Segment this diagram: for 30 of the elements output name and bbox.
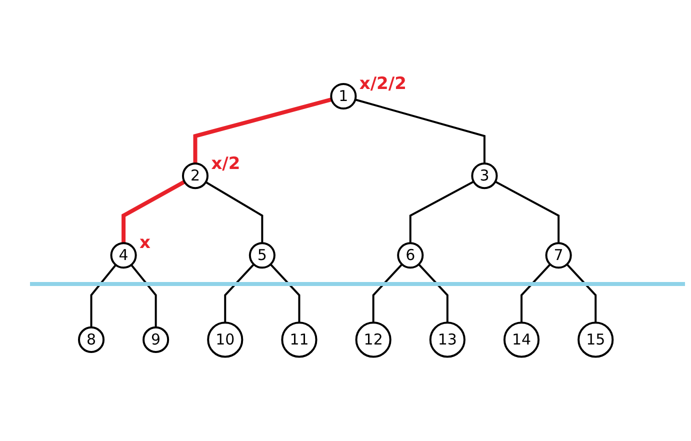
tree-node-circle: 1 — [330, 83, 356, 110]
tree-edge — [130, 264, 156, 328]
tree-edge — [566, 264, 596, 323]
tree-node-circle: 4 — [110, 242, 136, 269]
tree-node-circle: 10 — [206, 322, 243, 358]
tree-edge — [494, 180, 560, 244]
tree-edge — [121, 180, 186, 244]
tree-edge — [204, 181, 263, 244]
tree-node-circle: 11 — [280, 322, 317, 358]
tree-edge — [520, 264, 551, 323]
tree-node-circle: 9 — [142, 326, 169, 354]
tree-node-circle: 3 — [470, 162, 498, 190]
tree-edge — [270, 264, 300, 323]
tree-node-circle: 15 — [577, 322, 614, 358]
tree-edge — [354, 98, 486, 164]
tree-node-circle: 5 — [248, 242, 276, 269]
tree-node-circle: 13 — [429, 322, 466, 358]
tree-edge — [418, 264, 448, 323]
tree-node-circle: 6 — [396, 242, 424, 269]
tree-node-circle: 7 — [544, 242, 572, 269]
tree-node-circle: 8 — [78, 326, 104, 354]
tree-edge — [372, 264, 402, 323]
tree-edge — [192, 98, 332, 164]
tree-node-circle: 14 — [503, 322, 540, 358]
node-annotation: x/2 — [211, 154, 240, 174]
tree-node-circle: 12 — [354, 322, 392, 358]
tree-node-circle: 2 — [182, 162, 208, 190]
tree-edge — [224, 264, 254, 323]
tree-edge — [409, 180, 474, 244]
tree-edge — [90, 264, 116, 328]
